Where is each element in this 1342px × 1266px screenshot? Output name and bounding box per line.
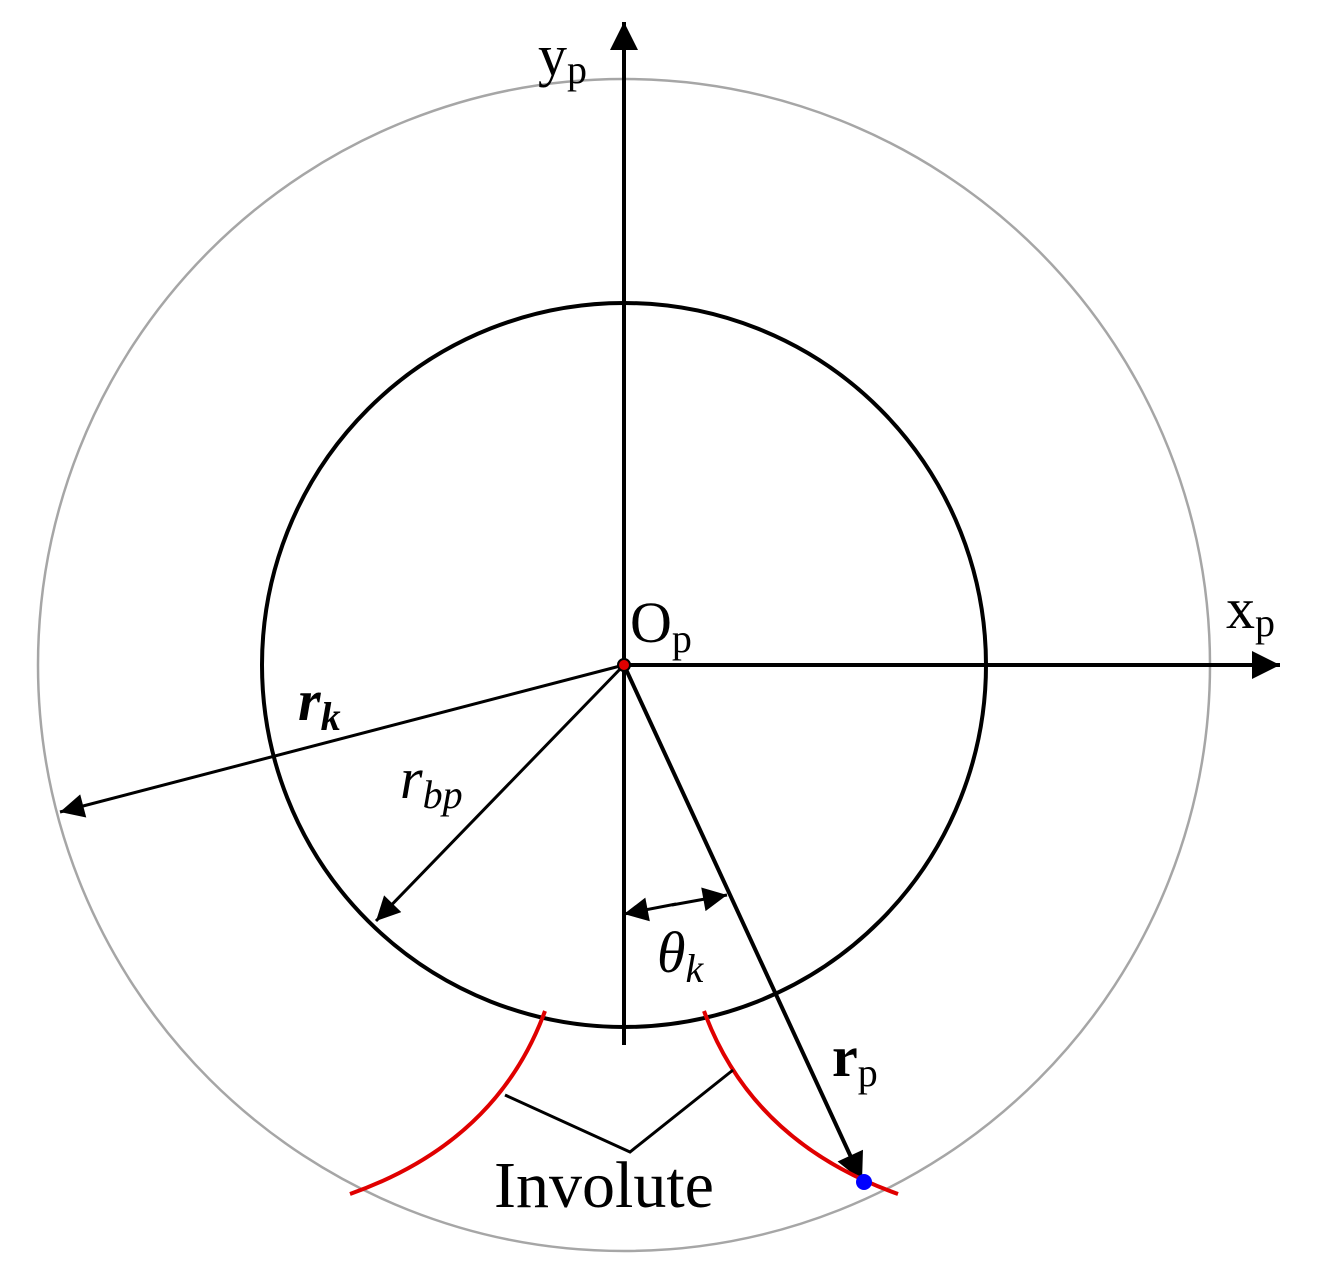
involute-curve-left [349, 1010, 547, 1196]
theta-label: θk [657, 920, 705, 991]
contact-point [856, 1174, 872, 1190]
rp-arrow [622, 664, 864, 1182]
rbp-label: rbp [400, 746, 463, 817]
rp-label: rp [832, 1024, 878, 1095]
involute-curve-right [702, 1010, 899, 1196]
involute-pointer [504, 1068, 734, 1154]
theta-arrow [623, 897, 677, 922]
rk-label: rk [298, 668, 341, 739]
origin-label: Op [630, 590, 692, 661]
rk-arrow [59, 663, 625, 818]
x-axis-label: xp [1226, 576, 1275, 645]
rbp-arrow [374, 663, 626, 923]
theta-arrow-right [671, 887, 728, 912]
origin-point [617, 658, 631, 672]
involute-label: Involute [494, 1149, 714, 1222]
y-axis-label: yp [538, 23, 587, 92]
